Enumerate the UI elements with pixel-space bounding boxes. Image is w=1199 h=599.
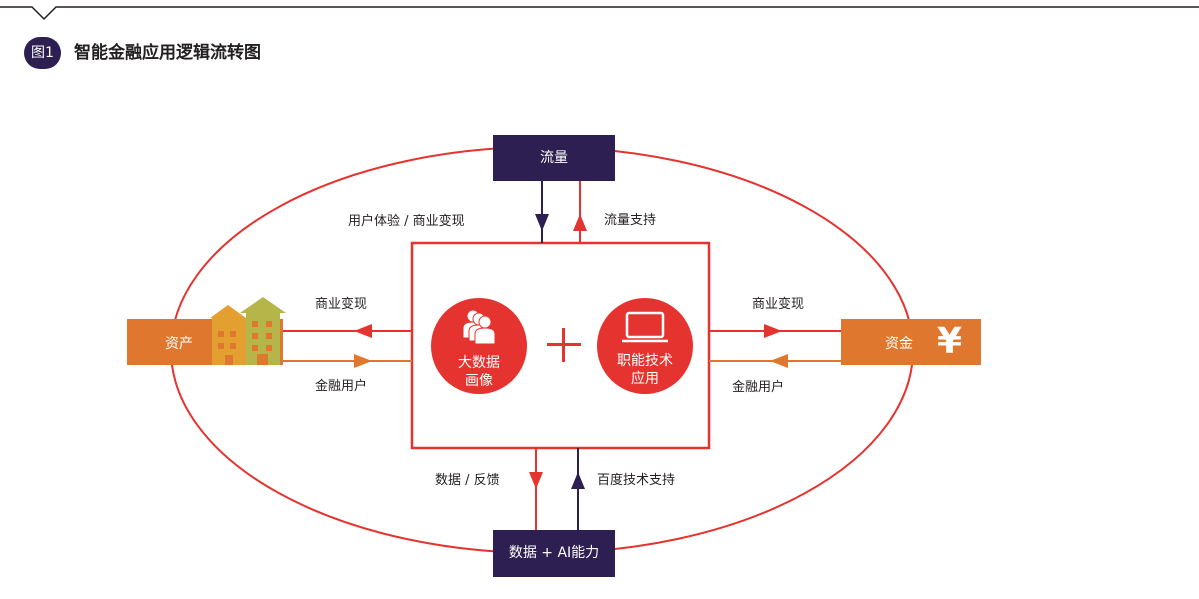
top-up-arrow xyxy=(573,214,587,231)
edge-label-left-top: 商业变现 xyxy=(315,297,368,312)
edge-label-bottom-right: 百度技术支持 xyxy=(597,473,676,488)
left-bottom-arrow xyxy=(354,354,372,368)
edge-label-top-left: 用户体验 / 商业变现 xyxy=(348,214,465,229)
node-tech-application: 职能技术 应用 xyxy=(597,298,693,394)
node-funds: 资金 ¥ xyxy=(841,319,981,365)
node-assets-label: 资产 xyxy=(165,336,193,352)
edge-label-right-bottom: 金融用户 xyxy=(732,380,785,395)
edge-label-left-bottom: 金融用户 xyxy=(315,379,368,394)
bottom-up-arrow xyxy=(571,472,585,489)
buildings-icon xyxy=(210,297,286,365)
users-icon xyxy=(462,309,496,345)
big-data-line1: 大数据 xyxy=(458,355,500,371)
top-down-arrow xyxy=(535,214,549,231)
laptop-icon xyxy=(622,311,668,343)
figure-title: 智能金融应用逻辑流转图 xyxy=(74,43,261,63)
tech-line1: 职能技术 xyxy=(617,353,673,369)
right-top-arrow xyxy=(764,324,782,338)
node-traffic: 流量 xyxy=(493,135,615,181)
big-data-line2: 画像 xyxy=(465,373,493,389)
bottom-down-arrow xyxy=(529,472,543,489)
edge-label-right-top: 商业变现 xyxy=(752,297,805,312)
right-bottom-arrow xyxy=(770,354,788,368)
node-big-data-profile: 大数据 画像 xyxy=(431,298,527,394)
tech-line2: 应用 xyxy=(631,371,659,387)
plus-icon xyxy=(547,328,581,362)
yen-icon: ¥ xyxy=(937,321,963,362)
edge-label-top-right: 流量支持 xyxy=(604,213,657,228)
node-traffic-label: 流量 xyxy=(540,150,568,166)
header-divider xyxy=(0,6,1199,21)
node-data-ai-label: 数据 + AI能力 xyxy=(508,545,600,561)
left-top-arrow xyxy=(354,324,372,338)
node-data-ai: 数据 + AI能力 xyxy=(493,530,615,577)
figure-badge: 图1 xyxy=(24,37,61,69)
node-funds-label: 资金 xyxy=(885,336,913,352)
edge-label-bottom-left: 数据 / 反馈 xyxy=(435,473,500,488)
